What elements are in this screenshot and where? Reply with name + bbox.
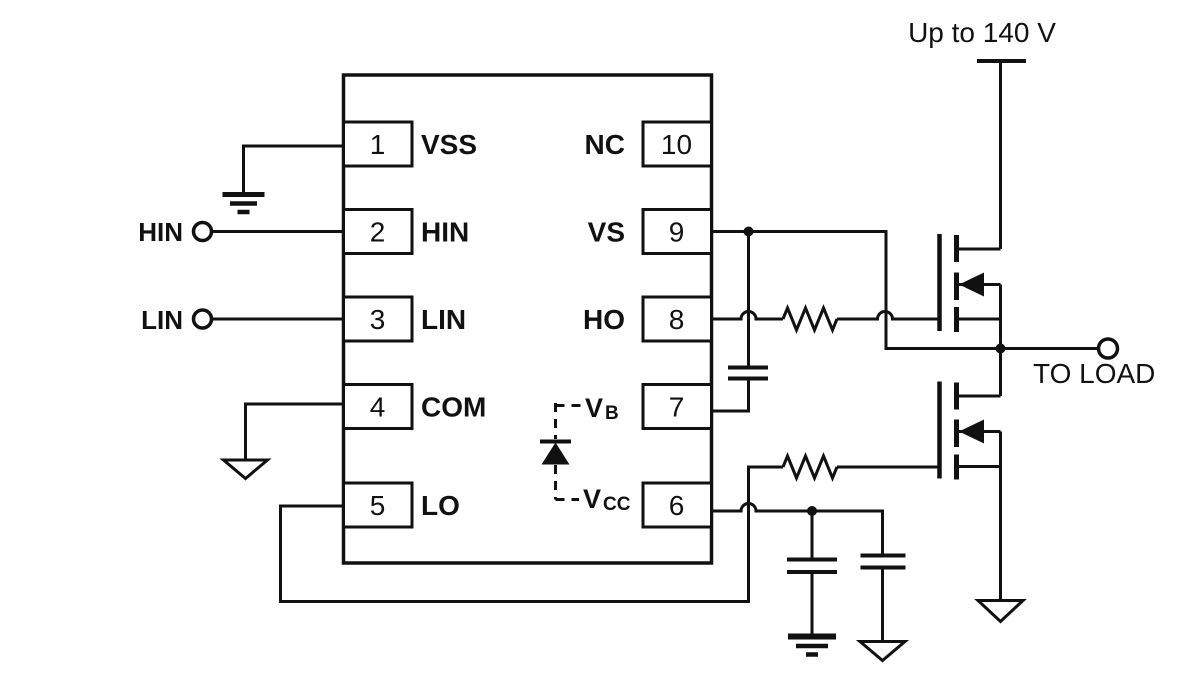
supply-label: Up to 140 V [908,17,1056,48]
vb-label-sub: B [605,403,619,424]
lin-terminal-icon [191,308,214,330]
pin-number-5: 5 [370,490,386,521]
ho-gate-net [712,304,938,334]
pin-box-4 [342,383,414,430]
pin-number-2: 2 [370,217,386,248]
vcc-wire-with-hop [712,502,884,554]
pin-number-10: 10 [661,129,692,160]
lo-wire [279,465,783,603]
high-side-mosfet [937,234,1002,396]
vs-wire [712,230,1001,350]
vcc-capacitor-2 [855,553,910,663]
vb-label-main: V [585,393,603,423]
pin-number-7: 7 [669,392,685,423]
lo-gate-net [279,452,938,603]
pin-box-10 [641,120,713,168]
vss-ground-wire [242,144,344,192]
bootstrap-capacitor-net [712,231,768,413]
bootstrap-diode: V B V CC [540,393,631,515]
pin-box-7 [641,383,713,430]
hin-input: HIN [138,217,344,247]
high-side-gate-resistor [781,304,839,334]
upper-fet-body-arrow-icon [959,272,984,297]
earth-ground-vss-icon [222,192,265,215]
pin-number-8: 8 [669,304,685,335]
pin-box-9 [641,208,713,255]
pin-label-lin: LIN [421,304,466,335]
pin-number-6: 6 [669,490,685,521]
load-terminal-icon [1096,337,1120,360]
lin-input: LIN [141,305,344,335]
lin-terminal-label: LIN [141,305,183,335]
vcc-net [712,502,910,663]
bootstrap-cap-bottom-lead [712,380,750,413]
pin-label-com: COM [421,392,486,423]
low-side-mosfet [937,381,1027,624]
hin-terminal-label: HIN [138,217,183,247]
pin-number-4: 4 [370,392,386,423]
vcc-capacitor-1 [787,511,837,657]
com-ground-net [219,402,344,481]
pin-box-2 [342,208,414,255]
pin-label-hin: HIN [421,217,469,248]
pin-label-vss: VSS [421,129,477,160]
load-label: TO LOAD [1033,358,1155,389]
switch-node-dot [995,343,1006,354]
pin-number-1: 1 [370,129,386,160]
pin-label-vs: VS [588,217,625,248]
pin-box-3 [342,295,414,343]
pin-number-9: 9 [669,217,685,248]
hin-terminal-icon [191,220,214,243]
pin-number-3: 3 [370,304,386,335]
diode-triangle [541,442,570,465]
low-side-gate-resistor [781,452,839,482]
switch-node: TO LOAD [995,337,1155,389]
pin-label-ho: HO [583,304,625,335]
earth-ground-cap1-icon [788,633,836,657]
vcc-label-main: V [583,484,601,514]
triangle-ground-cap2-icon [855,640,910,663]
pin-label-nc: NC [585,129,625,160]
lower-fet-body-arrow-icon [959,419,984,444]
pin-box-1 [342,120,414,168]
triangle-ground-com-icon [219,458,272,481]
gate-driver-ic: 1 2 3 4 5 VSS HIN LIN COM LO 10 9 8 7 6 … [341,73,714,565]
pin-label-lo: LO [421,490,460,521]
supply-rail: Up to 140 V [908,17,1056,249]
pin-box-8 [641,295,713,343]
com-ground-wire [244,402,344,459]
triangle-ground-fet-icon [974,599,1027,624]
vss-ground-net [222,144,344,215]
pin-box-6 [641,481,713,529]
vcc-label-sub: CC [603,494,631,515]
